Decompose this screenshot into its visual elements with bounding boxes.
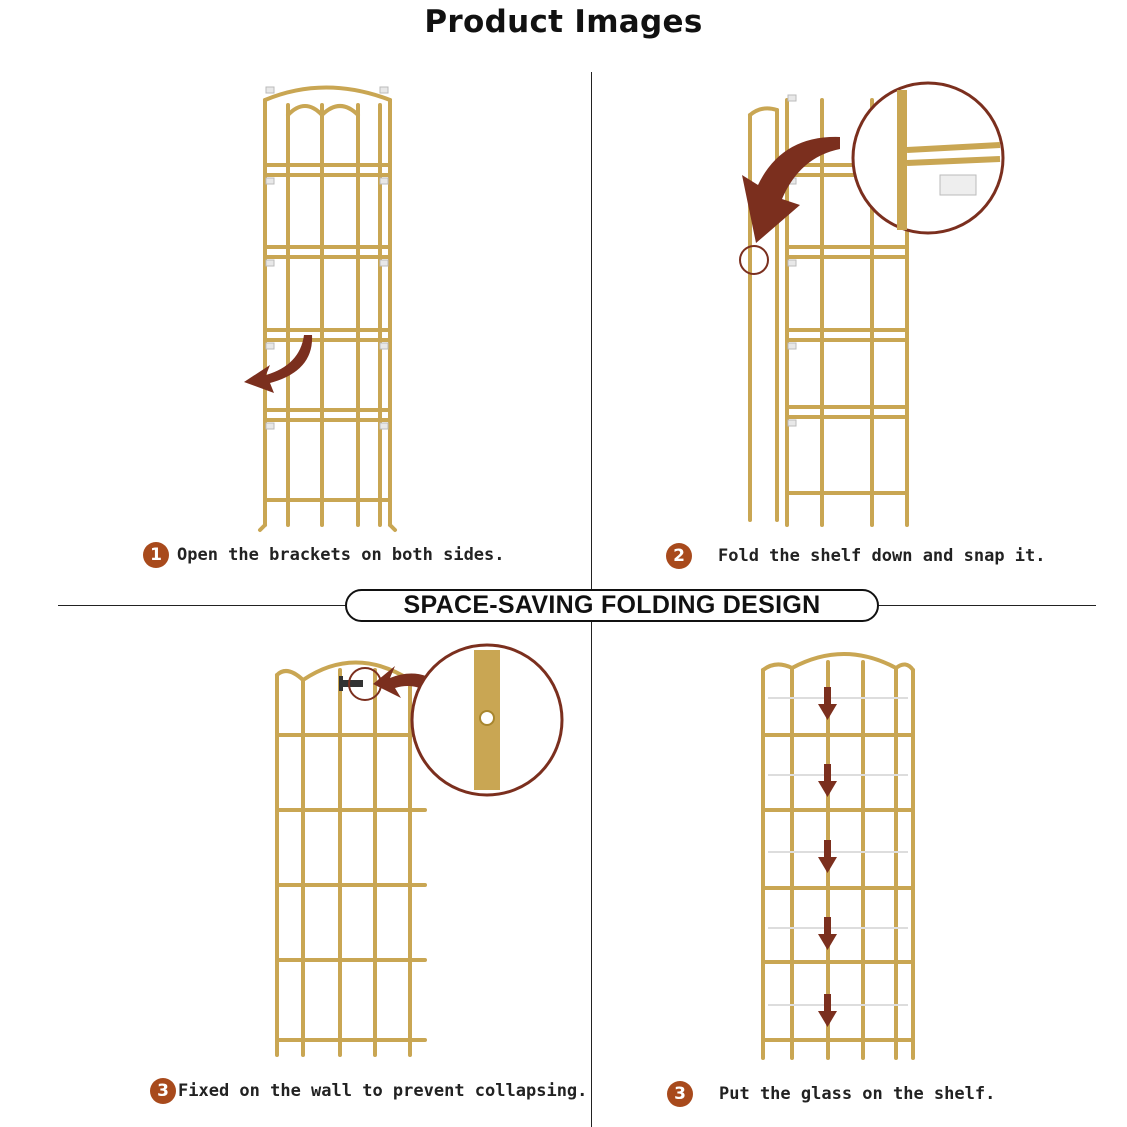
step-number-badge: 3 [150, 1078, 176, 1104]
curved-arrow-icon [742, 136, 840, 243]
step-caption-4: 3 Put the glass on the shelf. [667, 1081, 995, 1107]
page-title: Product Images [424, 4, 703, 40]
step-number-badge: 1 [143, 542, 169, 568]
step-caption-text: Fold the shelf down and snap it. [718, 546, 1046, 566]
step-caption-text: Open the brackets on both sides. [177, 545, 505, 565]
curved-arrow-icon [244, 335, 313, 393]
step-caption-text: Put the glass on the shelf. [719, 1084, 996, 1104]
step-caption-2: 2 Fold the shelf down and snap it. [666, 543, 1046, 569]
step-number-badge: 3 [667, 1081, 693, 1107]
shelf-glass-placement-illustration [761, 652, 915, 1060]
shelf-wall-anchor-illustration [275, 643, 564, 1057]
wall-anchor-icon [341, 680, 363, 687]
step-caption-3: 3 Fixed on the wall to prevent collapsin… [150, 1078, 587, 1104]
step-caption-1: 1 Open the brackets on both sides. [143, 542, 505, 568]
space-saving-banner: SPACE-SAVING FOLDING DESIGN [345, 589, 879, 622]
curved-arrow-icon [373, 666, 465, 718]
down-arrow-icon [818, 687, 837, 1027]
step-caption-text: Fixed on the wall to prevent collapsing. [178, 1081, 588, 1101]
step-number-badge: 2 [666, 543, 692, 569]
shelf-fold-down-illustration [739, 81, 1005, 527]
shelf-open-brackets-illustration [244, 85, 397, 532]
